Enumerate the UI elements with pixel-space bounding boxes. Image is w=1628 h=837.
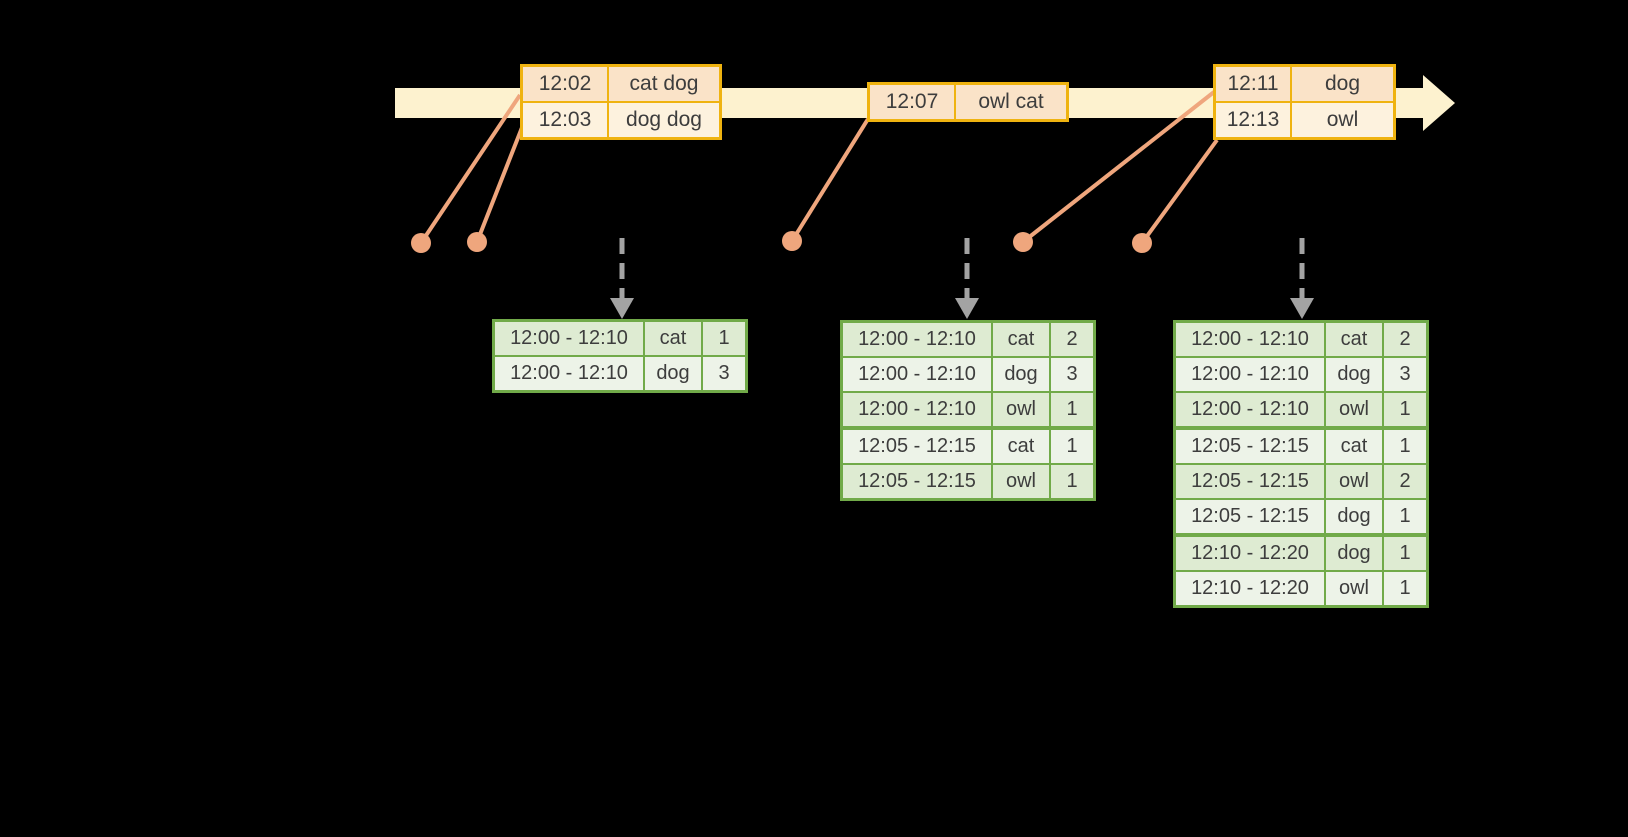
word-cell: owl bbox=[993, 465, 1049, 498]
word-cell: cat bbox=[993, 323, 1049, 356]
timeline-arrowhead-icon bbox=[1423, 75, 1455, 131]
word-cell: cat bbox=[1326, 323, 1382, 356]
event-dot bbox=[782, 231, 802, 251]
window-cell: 12:00 - 12:10 bbox=[495, 357, 643, 390]
window-cell: 12:05 - 12:15 bbox=[1176, 500, 1324, 533]
word-cell: owl bbox=[1326, 393, 1382, 426]
window-cell: 12:00 - 12:10 bbox=[843, 393, 991, 426]
event-connector-line bbox=[790, 117, 870, 243]
result-table-1: 12:00 - 12:10 cat 1 12:00 - 12:10 dog 3 bbox=[492, 319, 748, 393]
event-connector-line bbox=[1140, 138, 1219, 245]
event-time-cell: 12:02 bbox=[523, 67, 607, 101]
event-time-cell: 12:07 bbox=[870, 85, 954, 119]
window-cell: 12:10 - 12:20 bbox=[1176, 572, 1324, 605]
result-row: 12:00 - 12:10 dog 3 bbox=[843, 358, 1093, 391]
result-table-3: 12:00 - 12:10 cat 2 12:00 - 12:10 dog 3 … bbox=[1173, 320, 1429, 608]
count-cell: 1 bbox=[1051, 430, 1093, 463]
count-cell: 3 bbox=[1384, 358, 1426, 391]
word-cell: dog bbox=[645, 357, 701, 390]
event-words-cell: dog dog bbox=[609, 103, 719, 137]
event-dot bbox=[1013, 232, 1033, 252]
event-time-cell: 12:03 bbox=[523, 103, 607, 137]
trigger-arrowhead-icon bbox=[1290, 298, 1314, 319]
event-time-cell: 12:13 bbox=[1216, 103, 1290, 137]
word-cell: cat bbox=[645, 322, 701, 355]
word-cell: owl bbox=[993, 393, 1049, 426]
window-cell: 12:00 - 12:10 bbox=[495, 322, 643, 355]
result-row: 12:05 - 12:15 dog 1 bbox=[1176, 500, 1426, 533]
window-cell: 12:00 - 12:10 bbox=[1176, 358, 1324, 391]
window-cell: 12:05 - 12:15 bbox=[1176, 430, 1324, 463]
count-cell: 1 bbox=[1384, 572, 1426, 605]
result-row: 12:05 - 12:15 owl 2 bbox=[1176, 465, 1426, 498]
input-batch-table-3: 12:11 dog 12:13 owl bbox=[1213, 64, 1396, 140]
window-cell: 12:05 - 12:15 bbox=[843, 430, 991, 463]
event-row: 12:11 dog bbox=[1216, 67, 1393, 101]
result-row: 12:00 - 12:10 owl 1 bbox=[1176, 393, 1426, 426]
event-words-cell: owl bbox=[1292, 103, 1393, 137]
result-row: 12:00 - 12:10 cat 2 bbox=[843, 323, 1093, 356]
event-words-cell: dog bbox=[1292, 67, 1393, 101]
trigger-arrowhead-icon bbox=[610, 298, 634, 319]
result-row: 12:10 - 12:20 owl 1 bbox=[1176, 572, 1426, 605]
word-cell: cat bbox=[993, 430, 1049, 463]
result-row: 12:00 - 12:10 owl 1 bbox=[843, 393, 1093, 426]
word-cell: owl bbox=[1326, 465, 1382, 498]
window-cell: 12:00 - 12:10 bbox=[1176, 323, 1324, 356]
window-cell: 12:05 - 12:15 bbox=[843, 465, 991, 498]
event-words-cell: cat dog bbox=[609, 67, 719, 101]
window-cell: 12:00 - 12:10 bbox=[843, 323, 991, 356]
count-cell: 2 bbox=[1051, 323, 1093, 356]
result-row: 12:00 - 12:10 dog 3 bbox=[495, 357, 745, 390]
count-cell: 1 bbox=[1384, 393, 1426, 426]
count-cell: 1 bbox=[1384, 430, 1426, 463]
input-batch-table-1: 12:02 cat dog 12:03 dog dog bbox=[520, 64, 722, 140]
count-cell: 3 bbox=[703, 357, 745, 390]
word-cell: dog bbox=[993, 358, 1049, 391]
window-cell: 12:00 - 12:10 bbox=[843, 358, 991, 391]
word-cell: dog bbox=[1326, 537, 1382, 570]
word-cell: cat bbox=[1326, 430, 1382, 463]
count-cell: 1 bbox=[1051, 465, 1093, 498]
window-cell: 12:00 - 12:10 bbox=[1176, 393, 1324, 426]
count-cell: 2 bbox=[1384, 465, 1426, 498]
window-cell: 12:10 - 12:20 bbox=[1176, 537, 1324, 570]
trigger-arrowhead-icon bbox=[955, 298, 979, 319]
result-row: 12:05 - 12:15 owl 1 bbox=[843, 465, 1093, 498]
event-dot bbox=[1132, 233, 1152, 253]
event-connector-line bbox=[1021, 90, 1216, 244]
count-cell: 1 bbox=[1384, 500, 1426, 533]
count-cell: 1 bbox=[703, 322, 745, 355]
event-connector-line bbox=[419, 93, 522, 245]
event-dot bbox=[411, 233, 431, 253]
result-row: 12:05 - 12:15 cat 1 bbox=[1176, 430, 1426, 463]
result-row: 12:00 - 12:10 cat 1 bbox=[495, 322, 745, 355]
event-row: 12:02 cat dog bbox=[523, 67, 719, 101]
count-cell: 3 bbox=[1051, 358, 1093, 391]
word-cell: owl bbox=[1326, 572, 1382, 605]
word-cell: dog bbox=[1326, 358, 1382, 391]
count-cell: 2 bbox=[1384, 323, 1426, 356]
input-batch-table-2: 12:07 owl cat bbox=[867, 82, 1069, 122]
result-row: 12:05 - 12:15 cat 1 bbox=[843, 430, 1093, 463]
word-cell: dog bbox=[1326, 500, 1382, 533]
event-dot bbox=[467, 232, 487, 252]
result-table-2: 12:00 - 12:10 cat 2 12:00 - 12:10 dog 3 … bbox=[840, 320, 1096, 501]
result-row: 12:00 - 12:10 cat 2 bbox=[1176, 323, 1426, 356]
result-row: 12:00 - 12:10 dog 3 bbox=[1176, 358, 1426, 391]
count-cell: 1 bbox=[1384, 537, 1426, 570]
result-row: 12:10 - 12:20 dog 1 bbox=[1176, 537, 1426, 570]
event-time-cell: 12:11 bbox=[1216, 67, 1290, 101]
window-cell: 12:05 - 12:15 bbox=[1176, 465, 1324, 498]
event-row: 12:03 dog dog bbox=[523, 103, 719, 137]
event-row: 12:13 owl bbox=[1216, 103, 1393, 137]
event-words-cell: owl cat bbox=[956, 85, 1066, 119]
count-cell: 1 bbox=[1051, 393, 1093, 426]
event-connector-line bbox=[475, 124, 525, 243]
event-row: 12:07 owl cat bbox=[870, 85, 1066, 119]
